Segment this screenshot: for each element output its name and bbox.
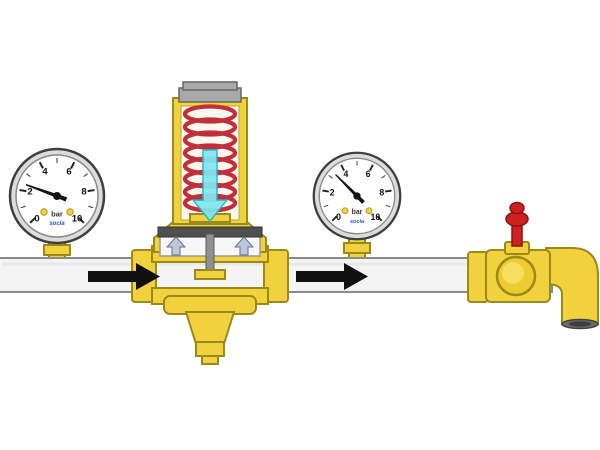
gauge-tick-label: 4 [344,169,349,179]
outlet-coupling [263,249,289,303]
gauge-tick-label: 10 [72,214,83,225]
tap-ball-highlight [502,262,524,284]
gauge-tick-label: 6 [66,167,71,178]
tap-spout [545,247,599,325]
gauge-tick-label: 0 [336,212,341,222]
gauge-tick-label: 10 [371,212,381,222]
gauge-tick-label: 0 [34,214,39,225]
spout-opening-inner [569,321,591,327]
gauge-tick-label: 8 [81,187,86,198]
gauge-brand-label: socla [350,219,364,225]
gauge-dot-icon [365,207,373,215]
gauge-unit-label: bar [352,209,363,216]
gauge-dot-icon [40,208,48,216]
gauge-dot-icon [341,207,349,215]
outlet-tap [467,201,599,330]
valve-bottom-chamber [163,295,257,365]
gauge-needle-hub [353,192,361,200]
tap-handle-knob [509,201,525,215]
gauge-brand-label: socla [49,221,65,227]
gauge-tick-label: 4 [42,167,48,178]
valve-stem [205,233,215,275]
stem-nut [43,244,71,256]
gauge-needle-hub [53,192,61,200]
gauge-tick-label: 8 [379,187,384,197]
gauge-tick-label: 2 [27,187,32,198]
chamber-cone [184,311,236,345]
right-gauge-stem [343,233,371,261]
gauge-dot-icon [66,208,74,216]
gauge-tick-label: 6 [366,169,371,179]
spring-force-down-arrow-icon [191,149,229,223]
gauge-tick-label: 2 [330,187,335,197]
inlet-flow-arrow-icon [88,263,160,290]
gauge-tick-labels: 0 2 4 6 8 10 [330,169,385,222]
outlet-flow-arrow-icon [296,263,368,290]
gauge-tick-marks [322,161,392,222]
left-pressure-gauge: 0 2 4 6 8 10 bar socla [8,147,106,245]
pressure-up-arrow-icon [233,236,255,256]
gauge-unit-label: bar [51,210,63,219]
chamber-plug [201,355,219,365]
valve-seat [194,269,226,280]
stem-nut [343,242,371,254]
adjustment-cap-top [182,81,238,91]
chamber-nut [195,341,225,357]
gauge-tick-labels: 0 2 4 6 8 10 [27,167,86,225]
gauge-tick-marks [19,158,95,224]
right-pressure-gauge: 0 2 4 6 8 10 bar socla [312,151,402,241]
pressure-up-arrow-icon [165,236,187,256]
